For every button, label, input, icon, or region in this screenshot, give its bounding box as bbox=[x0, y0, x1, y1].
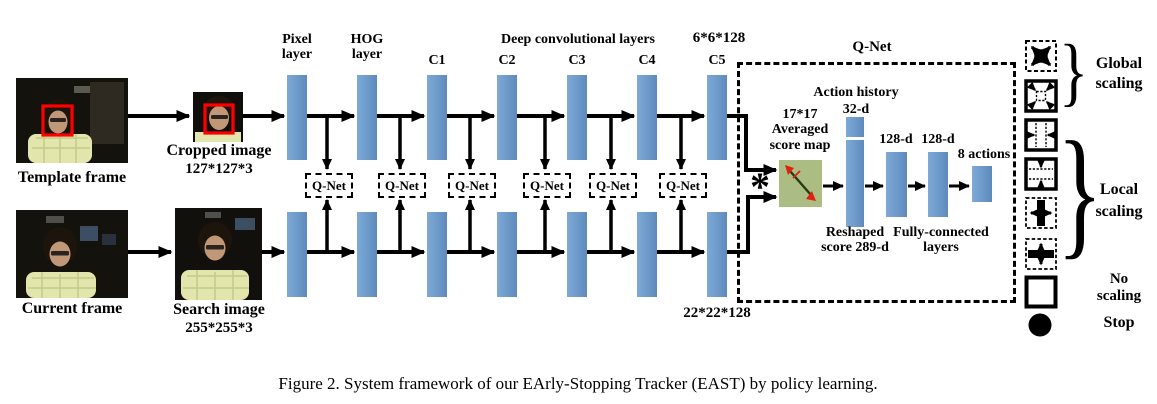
layer-label-pixel: Pixel layer bbox=[281, 32, 313, 63]
shrink-width-icon bbox=[1024, 118, 1058, 152]
scale-down-icon bbox=[1024, 79, 1058, 113]
cropped-image-label: Cropped image bbox=[166, 142, 272, 159]
qnet-box-1: Q-Net bbox=[305, 173, 353, 198]
current-frame-label: Current frame bbox=[21, 300, 123, 317]
search-bar-c1 bbox=[427, 212, 447, 297]
search-image bbox=[175, 208, 262, 300]
action-history-bar bbox=[846, 117, 864, 137]
qnet-box-label: Q-Net bbox=[666, 177, 700, 193]
qnet-box-label: Q-Net bbox=[312, 177, 346, 193]
actions-output-bar bbox=[972, 166, 992, 202]
action-history-dim: 32-d bbox=[842, 102, 870, 117]
current-frame-image bbox=[16, 210, 128, 298]
qnet-box-4: Q-Net bbox=[523, 173, 571, 198]
cropped-image-size: 127*127*3 bbox=[185, 161, 253, 177]
stop-label: Stop bbox=[1103, 314, 1135, 331]
template-frame-image bbox=[16, 78, 128, 163]
no-scaling-label: No scaling bbox=[1096, 271, 1142, 304]
search-bar-c4 bbox=[637, 212, 657, 297]
shrink-height-icon bbox=[1024, 157, 1058, 191]
local-scaling-label: Local scaling bbox=[1095, 181, 1143, 220]
layer-label-c5: C5 bbox=[708, 53, 726, 68]
qnet-box-5: Q-Net bbox=[589, 173, 637, 198]
scale-up-icon bbox=[1025, 40, 1057, 72]
layer-label-c1: C1 bbox=[428, 53, 446, 68]
fc-dim-2: 128-d bbox=[921, 132, 955, 147]
layer-label-c4: C4 bbox=[638, 53, 656, 68]
qnet-box-label: Q-Net bbox=[596, 177, 630, 193]
fc-bar-2 bbox=[928, 152, 948, 217]
qnet-main-box bbox=[737, 62, 1016, 303]
deep-conv-label: Deep convolutional layers bbox=[501, 32, 655, 47]
template-bar-pixel bbox=[287, 75, 307, 160]
reshaped-score-bar bbox=[846, 140, 864, 227]
qnet-box-2: Q-Net bbox=[378, 173, 426, 198]
search-bar-c2 bbox=[497, 212, 517, 297]
qnet-box-label: Q-Net bbox=[455, 177, 489, 193]
stop-icon bbox=[1028, 313, 1052, 337]
layer-label-c3: C3 bbox=[568, 53, 586, 68]
fc-label: Fully-connected layers bbox=[893, 225, 989, 256]
figure-caption: Figure 2. System framework of our EArly-… bbox=[278, 374, 878, 393]
action-history-label: Action history bbox=[813, 85, 899, 100]
fc-dim-1: 128-d bbox=[879, 132, 913, 147]
template-bar-c2 bbox=[497, 75, 517, 160]
reshaped-score-label: Reshaped score 289-d bbox=[821, 225, 889, 256]
score-map-label: 17*17 Averaged score map bbox=[769, 107, 831, 153]
actions-output-label: 8 actions bbox=[957, 147, 1011, 162]
search-feature-size: 22*22*128 bbox=[683, 305, 751, 321]
qnet-branch-arrows bbox=[322, 116, 686, 252]
qnet-box-6: Q-Net bbox=[659, 173, 707, 198]
layer-label-c2: C2 bbox=[498, 53, 516, 68]
template-bar-c5 bbox=[707, 75, 727, 160]
global-scaling-label: Global scaling bbox=[1095, 55, 1143, 92]
search-bar-hog bbox=[357, 212, 377, 297]
expand-height-icon bbox=[1025, 238, 1057, 270]
no-scaling-icon bbox=[1024, 275, 1058, 309]
score-map-motion-arrow bbox=[785, 165, 816, 201]
search-image-label: Search image bbox=[173, 301, 265, 318]
qnet-box-label: Q-Net bbox=[530, 177, 564, 193]
template-path-arrows bbox=[128, 110, 778, 176]
template-bar-c4 bbox=[637, 75, 657, 160]
search-bar-pixel bbox=[287, 212, 307, 297]
search-bar-c5 bbox=[707, 212, 727, 297]
template-feature-size: 6*6*128 bbox=[692, 30, 746, 46]
search-image-size: 255*255*3 bbox=[185, 320, 253, 336]
fc-bar-1 bbox=[886, 152, 907, 217]
qnet-box-3: Q-Net bbox=[448, 173, 496, 198]
template-bar-c3 bbox=[567, 75, 587, 160]
qnet-box-label: Q-Net bbox=[385, 177, 419, 193]
search-path-arrows bbox=[128, 191, 778, 258]
global-scaling-brace: } bbox=[1059, 30, 1089, 114]
template-bar-hog bbox=[357, 75, 377, 160]
template-frame-label: Template frame bbox=[17, 169, 127, 186]
cropped-image bbox=[193, 92, 243, 142]
local-scaling-brace: } bbox=[1057, 113, 1103, 272]
qnet-title: Q-Net bbox=[852, 39, 892, 55]
search-bar-c3 bbox=[567, 212, 587, 297]
layer-label-hog: HOG layer bbox=[350, 32, 384, 63]
template-bar-c1 bbox=[427, 75, 447, 160]
expand-width-icon bbox=[1025, 197, 1057, 229]
